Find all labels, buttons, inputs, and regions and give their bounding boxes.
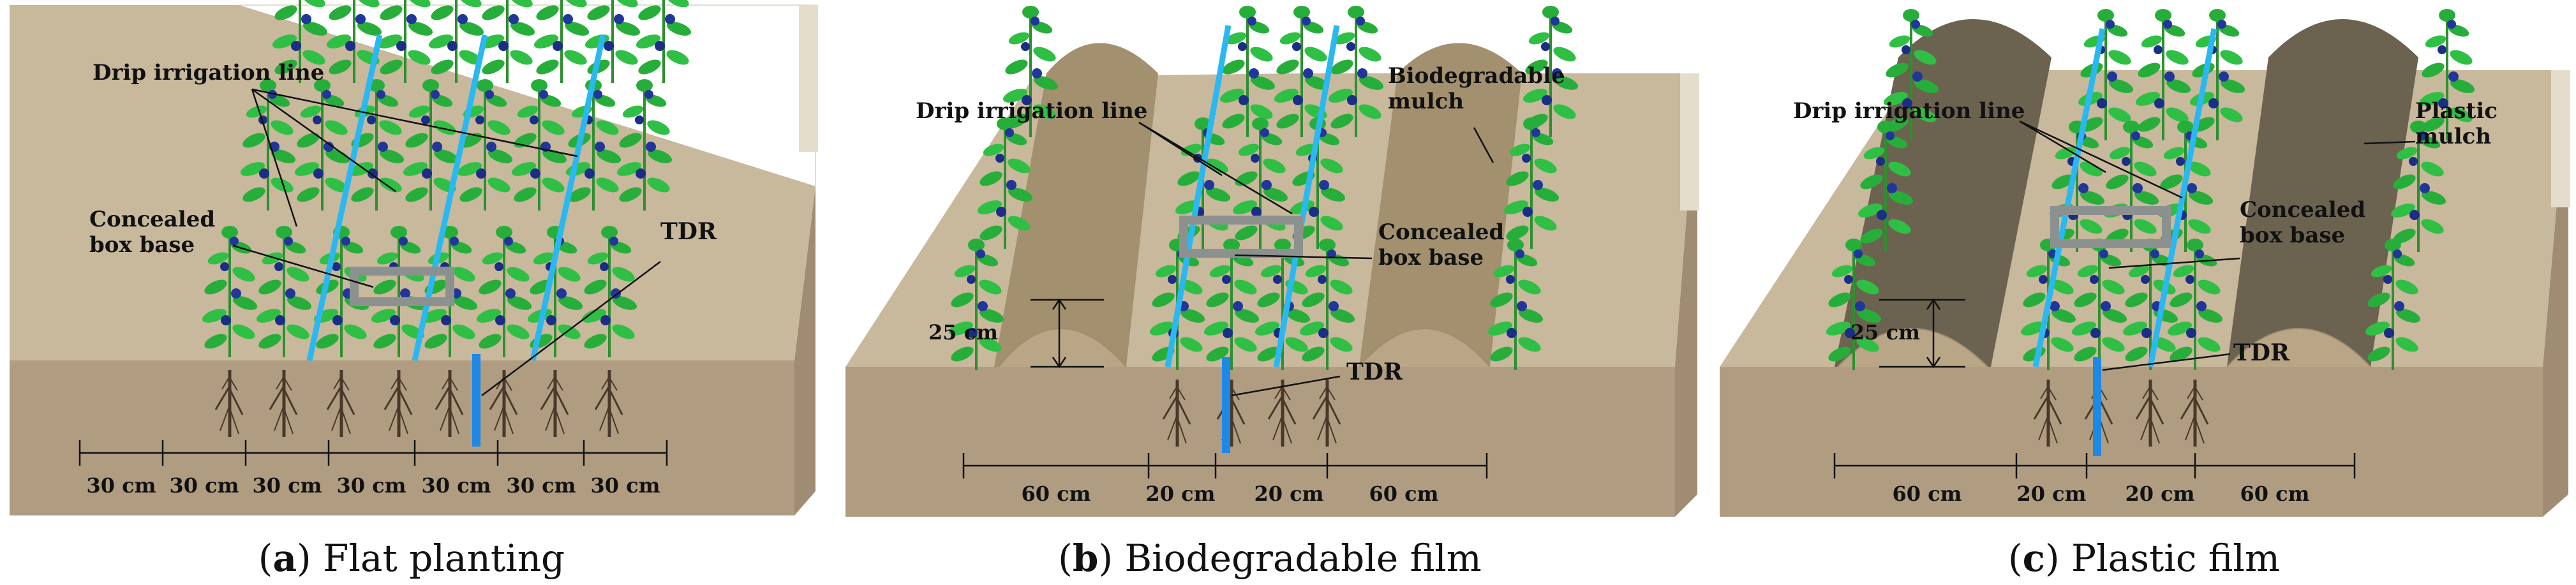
dim-a-2: 30 cm [169, 473, 239, 498]
label-drip-b: Drip irrigation line [916, 98, 1147, 124]
dim-c-3: 20 cm [2125, 482, 2194, 506]
tdr-probe-b [1222, 357, 1230, 453]
box-base-c [2050, 206, 2171, 248]
label-drip-c: Drip irrigation line [1793, 98, 2025, 124]
tdr-probe-c [2093, 357, 2101, 456]
dim-a-5: 30 cm [421, 473, 491, 498]
label-tdr-b: TDR [1346, 359, 1403, 385]
dim-b-4: 60 cm [1369, 482, 1438, 506]
tdr-probe-a [472, 354, 480, 447]
label-box1-b: Concealed [1378, 219, 1504, 245]
drip-lines-b [1165, 25, 1340, 367]
dim-c-1: 60 cm [1892, 482, 1962, 506]
soil-front-c [1720, 367, 2543, 517]
box-base-b [1179, 216, 1303, 258]
label-tdr-c: TDR [2233, 339, 2290, 366]
box-base-a [350, 267, 454, 306]
dim-b-2: 20 cm [1145, 482, 1215, 506]
dim-c-4: 60 cm [2240, 482, 2309, 506]
label-mulch1-c: Plastic [2415, 98, 2498, 124]
label-box1-a: Concealed [89, 207, 215, 232]
label-mulch2-c: mulch [2415, 124, 2491, 149]
ridge-left-b [994, 43, 1158, 367]
dim-a-4: 30 cm [336, 473, 406, 498]
caption-b: (b) Biodegradable film [1058, 537, 1482, 580]
leaders-a [232, 88, 661, 396]
dim-b-1: 60 cm [1021, 482, 1091, 506]
leaders-b [1138, 121, 1494, 397]
label-mulch2-b: mulch [1388, 89, 1464, 114]
dimension-line-c [1833, 453, 2356, 478]
ridge-right-b [1359, 43, 1522, 367]
dim-a-6: 30 cm [506, 473, 576, 498]
dim-c-2: 20 cm [2016, 482, 2086, 506]
height-marker-b [1031, 298, 1104, 369]
label-mulch1-b: Biodegradable [1388, 63, 1565, 89]
label-box2-b: box base [1378, 245, 1484, 270]
dimension-line-a [78, 440, 668, 466]
soil-front-b [845, 367, 1675, 517]
label-box1-c: Concealed [2240, 197, 2365, 223]
panel-b: Drip irrigation line Biodegradable mulch… [845, 4, 1699, 580]
dimension-line-b [962, 453, 1488, 478]
caption-a: (a) Flat planting [258, 537, 565, 580]
soil-front-a [10, 360, 794, 515]
dim-a-7: 30 cm [590, 473, 660, 498]
label-height-b: 25 cm [928, 320, 998, 344]
height-marker-c [1879, 298, 1965, 369]
label-box2-c: box base [2240, 223, 2345, 248]
soil-side-a [794, 186, 815, 515]
ridge-left-c [1835, 19, 2051, 367]
ridge-right-c [2227, 19, 2418, 367]
panel-a: Drip irrigation line Concealed box base … [10, 0, 818, 580]
panel-c: Drip irrigation line Plastic mulch Conce… [1720, 8, 2570, 580]
dim-b-3: 20 cm [1254, 482, 1323, 506]
dim-a-3: 30 cm [252, 473, 322, 498]
dim-a-1: 30 cm [86, 473, 156, 498]
label-height-c: 25 cm [1850, 320, 1920, 344]
label-drip-a: Drip irrigation line [93, 60, 324, 85]
label-box2-a: box base [89, 232, 195, 258]
caption-c: (c) Plastic film [2008, 537, 2280, 580]
leaders-c [2019, 120, 2416, 371]
label-tdr-a: TDR [660, 218, 717, 245]
